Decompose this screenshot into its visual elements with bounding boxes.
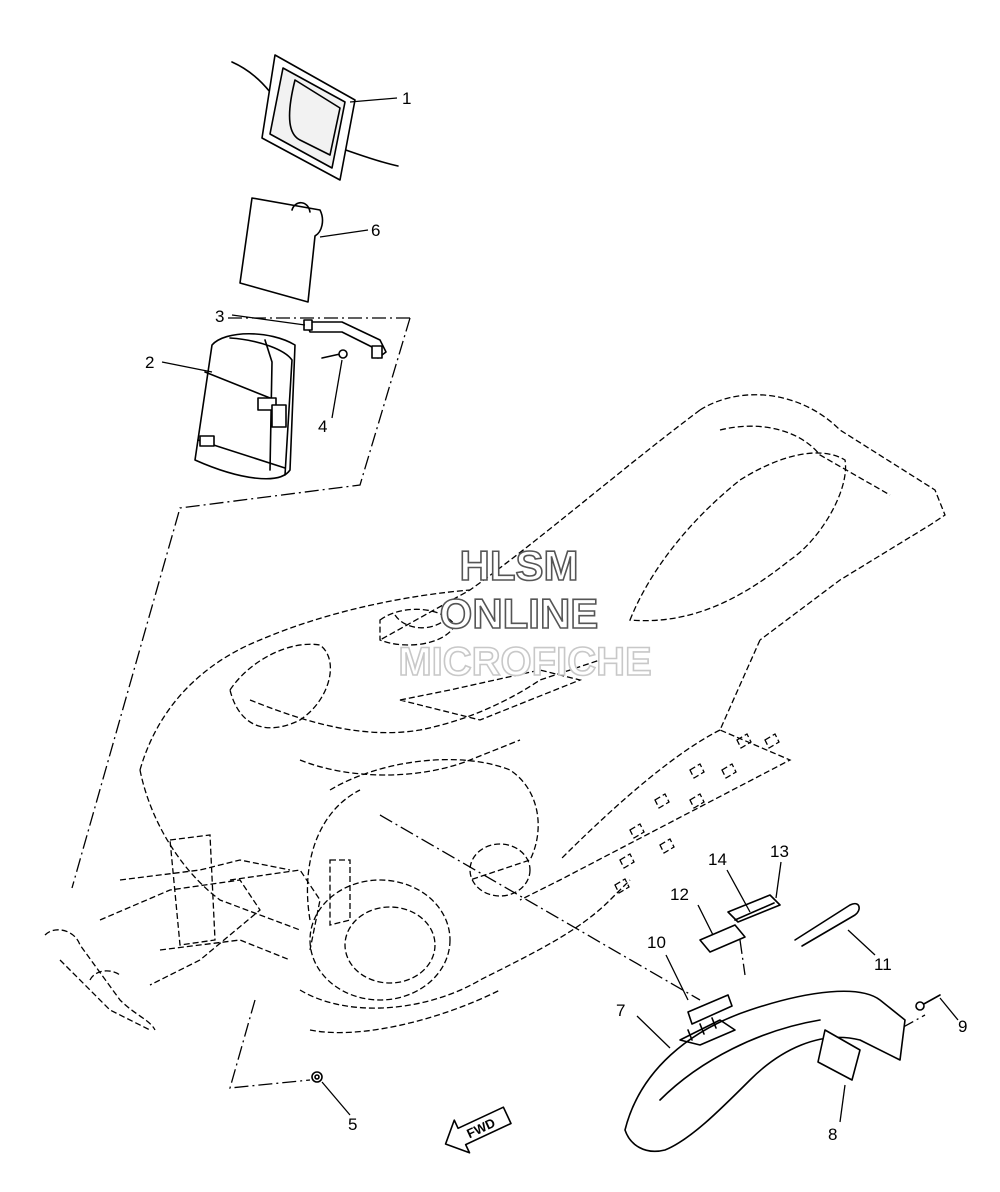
part-rod[interactable] <box>794 902 860 947</box>
callout-13: 13 <box>770 842 789 861</box>
callout-8: 8 <box>828 1125 837 1144</box>
part-label-14[interactable] <box>734 902 775 921</box>
watermark-line1: HLSM <box>460 542 579 589</box>
watermark-line3: MICROFICHE <box>398 640 651 684</box>
part-rivet-9[interactable] <box>915 994 941 1011</box>
fwd-arrow-icon: FWD <box>444 1106 512 1154</box>
callout-labels: 1 2 3 4 5 6 7 8 9 10 11 12 13 14 <box>145 89 967 1144</box>
watermark: HLSM ONLINE MICROFICHE <box>398 541 653 685</box>
part-pocket-cover[interactable] <box>231 54 399 181</box>
part-rear-flap[interactable] <box>624 990 906 1152</box>
part-label-13[interactable] <box>727 894 781 923</box>
callout-3: 3 <box>215 307 224 326</box>
callout-14: 14 <box>708 850 727 869</box>
callout-2: 2 <box>145 353 154 372</box>
part-plate[interactable] <box>817 1029 861 1081</box>
callout-6: 6 <box>371 221 380 240</box>
callout-12: 12 <box>670 885 689 904</box>
part-storage-bag[interactable] <box>194 332 296 480</box>
part-label-12[interactable] <box>699 924 746 953</box>
watermark-line2: ONLINE <box>440 590 599 637</box>
part-reflector[interactable] <box>687 994 733 1025</box>
part-cover-sleeve[interactable] <box>239 197 324 303</box>
part-washer[interactable] <box>311 1071 323 1083</box>
part-bracket[interactable] <box>303 319 387 359</box>
callout-1: 1 <box>402 89 411 108</box>
part-rivet-4[interactable] <box>321 349 348 359</box>
callout-10: 10 <box>647 933 666 952</box>
callout-11: 11 <box>874 955 892 974</box>
callout-4: 4 <box>318 417 327 436</box>
callout-5: 5 <box>348 1115 357 1134</box>
snowmobile-body <box>44 394 946 1034</box>
callout-7: 7 <box>616 1001 625 1020</box>
leader-lines <box>161 97 959 1123</box>
callout-9: 9 <box>958 1017 967 1036</box>
